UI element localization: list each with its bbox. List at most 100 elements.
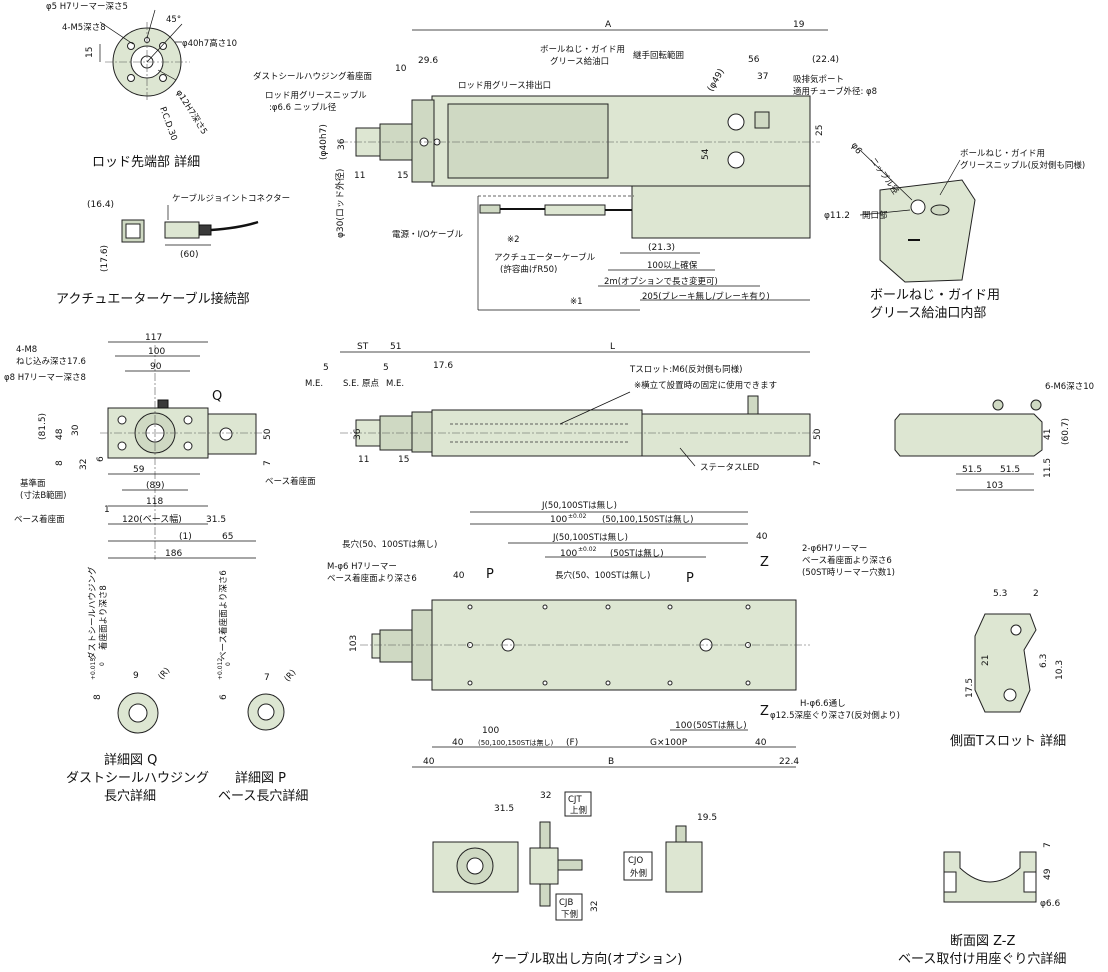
side-dim-50: 50 bbox=[813, 428, 823, 440]
rod-end-detail: φ5 H7リーマー深さ5 4-M5深さ8 45° φ40h7高さ10 φ12H7… bbox=[46, 2, 237, 170]
note-rod-grease: ロッド用グリースニップル bbox=[265, 90, 367, 101]
rod-end-dim-15: 15 bbox=[85, 47, 95, 58]
front-dim-315: 31.5 bbox=[206, 515, 226, 525]
p-tol: 6 bbox=[219, 694, 229, 700]
q-note-1: ダストシールハウジング bbox=[87, 566, 98, 660]
dim-36-top: 36 bbox=[337, 138, 347, 150]
q-R: (R) bbox=[157, 666, 173, 682]
right-end-view: 6-M6深さ10 41 (60.7) 51.5 51.5 103 11.5 bbox=[894, 382, 1094, 491]
front-note-base: ベース着座面 bbox=[265, 476, 316, 487]
p-note-1: ベース着座面より深さ6 bbox=[218, 570, 229, 660]
front-dim-6: 6 bbox=[96, 456, 106, 462]
side-dim-36: 36 bbox=[353, 428, 363, 440]
bottom-100c-note: (50STは無し) bbox=[693, 720, 747, 731]
cabledir-32a: 32 bbox=[540, 791, 551, 801]
cable-dim-60: (60) bbox=[180, 250, 198, 260]
detail-q: 8 +0.015 0 ダストシールハウジング 着座面より深さ8 9 (R) 詳細… bbox=[66, 566, 209, 804]
detail-p: 6 +0.012 0 ベース着座面より深さ6 7 (R) 詳細図 P ベース長穴… bbox=[217, 570, 308, 804]
right-dim-115: 11.5 bbox=[1043, 458, 1053, 478]
front-note-m8: 4-M8 bbox=[16, 345, 37, 355]
side-dim-176: 17.6 bbox=[433, 361, 453, 371]
cabledir-32b: 32 bbox=[590, 901, 600, 912]
right-dim-515a: 51.5 bbox=[962, 465, 982, 475]
front-dim-65: 65 bbox=[222, 532, 233, 542]
front-Q: Q bbox=[212, 389, 222, 404]
actuator-cable-caption: アクチュエーターケーブル接続部 bbox=[56, 291, 250, 307]
bottom-40d: 40 bbox=[423, 757, 435, 767]
bottom-mphi6b: ベース着座面より深さ6 bbox=[327, 573, 417, 584]
dim-15-top: 15 bbox=[397, 171, 408, 181]
front-dim-1: 1 bbox=[104, 505, 110, 515]
side-dim-5b: 5 bbox=[383, 363, 389, 373]
air-port bbox=[754, 111, 770, 129]
cabledir-CJB: CJB bbox=[559, 898, 573, 908]
dim-224-top: (22.4) bbox=[812, 55, 839, 65]
note-actuator-cable-2: (許容曲げR50) bbox=[500, 264, 557, 275]
cabledir-caption: ケーブル取出し方向(オプション) bbox=[491, 951, 682, 967]
dim-54: 54 bbox=[701, 148, 711, 160]
tslot-63: 6.3 bbox=[1039, 654, 1049, 668]
right-dim-515b: 51.5 bbox=[1000, 465, 1020, 475]
section-zz: 7 49 φ6.6 断面図 Z-Z ベース取付け用座ぐり穴詳細 bbox=[898, 842, 1066, 967]
p-caption-1: 詳細図 P bbox=[235, 770, 286, 786]
p-dim-7: 7 bbox=[264, 673, 270, 683]
cable-connector-label: ケーブルジョイントコネクター bbox=[172, 193, 290, 204]
bottom-J1: J(50,100STは無し) bbox=[541, 500, 617, 511]
bottom-tol-b: ±0.02 bbox=[578, 546, 597, 553]
right-note-m6: 6-M6深さ10 bbox=[1045, 382, 1094, 392]
tslot-21: 21 bbox=[981, 655, 991, 666]
rod-end-note-1: φ5 H7リーマー深さ5 bbox=[46, 2, 128, 12]
top-view: A 19 10 29.6 56 (22.4) 37 25 54 (φ49) 36… bbox=[253, 20, 877, 311]
cabledir-CJT2: 上側 bbox=[570, 805, 587, 816]
bottom-40-top: 40 bbox=[756, 532, 768, 542]
grease-opening: 開口部 bbox=[862, 210, 888, 221]
grease-phi112: φ11.2 bbox=[824, 211, 850, 221]
q-caption-2: ダストシールハウジング bbox=[66, 771, 209, 786]
note-2m: 2m(オプションで長さ変更可) bbox=[604, 276, 718, 287]
bottom-2phi6b: ベース着座面より深さ6 bbox=[802, 555, 892, 566]
motor-housing bbox=[631, 185, 811, 239]
p-caption-2: ベース長穴詳細 bbox=[218, 788, 308, 804]
bottom-slot2: 長穴(50、100STは無し) bbox=[555, 570, 650, 581]
note-m2: ※2 bbox=[507, 235, 520, 245]
note-air-port: 吸排気ポート bbox=[793, 74, 844, 85]
note-rod-exhaust: ロッド用グリース排出口 bbox=[458, 80, 551, 91]
note-actuator-cable: アクチュエーターケーブル bbox=[494, 252, 596, 263]
bottom-B: B bbox=[608, 757, 614, 767]
front-note-base2: ベース着座面 bbox=[14, 514, 65, 525]
bottom-40a: 40 bbox=[453, 571, 465, 581]
rod-end-pcd: P.C.D.30 bbox=[157, 106, 178, 143]
cabledir-195: 19.5 bbox=[697, 813, 717, 823]
front-dim-8: 8 bbox=[55, 460, 65, 466]
cabledir-CJB2: 下側 bbox=[561, 909, 578, 920]
side-dim-ST: ST bbox=[357, 342, 369, 352]
bottom-2phi6: 2-φ6H7リーマー bbox=[802, 544, 867, 554]
side-dim-11: 11 bbox=[358, 455, 369, 465]
front-dim-48: 48 bbox=[55, 428, 65, 440]
right-dim-103: 103 bbox=[986, 481, 1003, 491]
front-dim-117: 117 bbox=[145, 333, 162, 343]
note-ballscrew-grease-2: グリース給油口 bbox=[550, 56, 609, 67]
side-dim-51: 51 bbox=[390, 342, 401, 352]
section-caption-1: 断面図 Z-Z bbox=[950, 934, 1016, 949]
p-tol2: +0.012 bbox=[217, 658, 224, 680]
bottom-100d: 100 bbox=[482, 726, 499, 736]
bottom-100b-note: (50STは無し) bbox=[610, 548, 664, 559]
front-dim-120: 120(ベース幅) bbox=[122, 513, 182, 525]
side-dim-15: 15 bbox=[398, 455, 409, 465]
bottom-J2: J(50,100STは無し) bbox=[552, 532, 628, 543]
grease-inlet-detail: φ6 ニップル径 φ11.2 開口部 ボールねじ・ガイド用 グリースニップル(反… bbox=[824, 141, 1085, 321]
note-205: 205(ブレーキ無し/ブレーキ有り) bbox=[642, 291, 770, 302]
q-caption-1: 詳細図 Q bbox=[104, 752, 157, 768]
tslot-53: 5.3 bbox=[993, 589, 1007, 599]
dim-213: (21.3) bbox=[648, 243, 675, 253]
dim-19: 19 bbox=[793, 20, 805, 30]
front-note-ref: 基準面 bbox=[20, 478, 46, 489]
bottom-40c: 40 bbox=[755, 738, 767, 748]
grease-note-2: グリースニップル(反対側も同様) bbox=[960, 160, 1085, 171]
front-view: 117 100 90 4-M8 ねじ込み深さ17.6 φ8 H7リーマー深さ8 … bbox=[4, 333, 316, 560]
rod-end-note-2: 4-M5深さ8 bbox=[62, 23, 106, 33]
bottom-Z2: Z bbox=[760, 704, 769, 719]
